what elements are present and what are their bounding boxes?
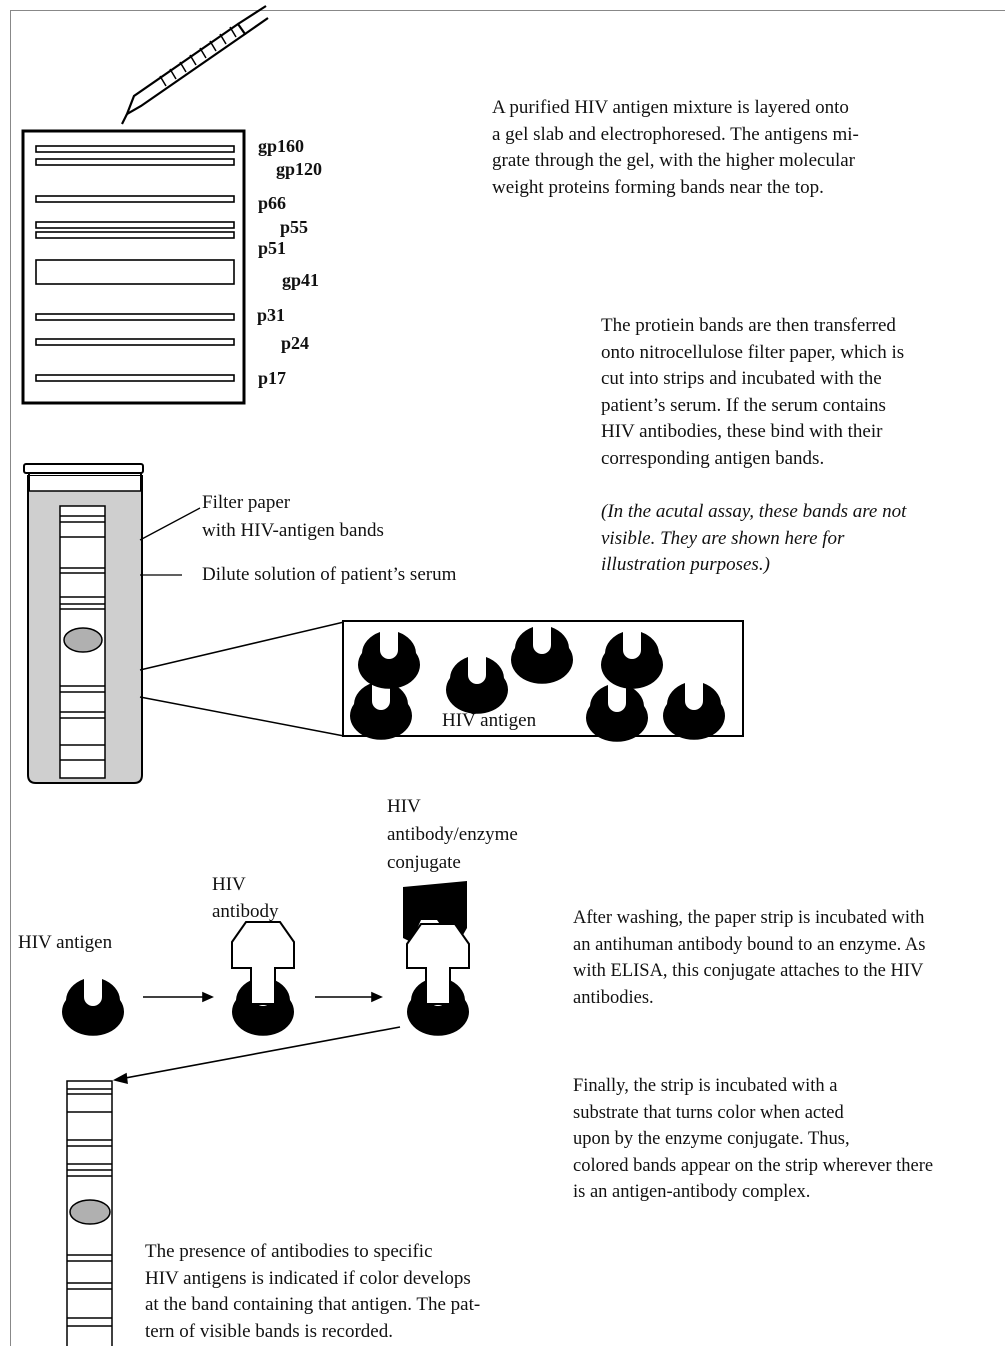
text-line: antibody/enzyme: [387, 824, 518, 845]
label-step-antigen: HIV antigen: [18, 932, 113, 953]
conjugate-bound-antigen-icon: [403, 881, 470, 1036]
paragraph-result: The presence of antibodies to specific H…: [145, 1239, 480, 1345]
band-label-p66: p66: [258, 193, 287, 213]
gel-slab: [21, 129, 246, 405]
paragraph-conjugate: After washing, the paper strip is incuba…: [573, 905, 925, 1011]
band-label-p51: p51: [258, 238, 287, 258]
text-line: illustration purposes.): [601, 554, 770, 575]
band-label-p55: p55: [280, 217, 309, 237]
text-line: HIV antibodies, these bind with their: [601, 421, 883, 442]
text-line: a gel slab and electrophoresed. The anti…: [492, 123, 859, 145]
text-line: HIV: [212, 874, 246, 895]
band-label-p24: p24: [281, 333, 310, 353]
label-filter-paper: Filter paper with HIV-antigen bands: [202, 489, 384, 545]
final-strip: [66, 1080, 113, 1346]
text-line: Finally, the strip is incubated with a: [573, 1076, 838, 1096]
pipette-icon: [121, 5, 269, 125]
text-line: cut into strips and incubated with the: [601, 368, 882, 389]
text-line: patient’s serum. If the serum contains: [601, 394, 886, 416]
label-zoom-antigen: HIV antigen: [442, 710, 537, 731]
text-line: antibodies.: [573, 987, 654, 1008]
text-line: substrate that turns color when acted: [573, 1102, 844, 1123]
text-line: HIV antigens is indicated if color devel…: [145, 1267, 471, 1289]
band-label-gp160: gp160: [258, 136, 305, 156]
zoom-lines: [139, 621, 345, 737]
tube-label-pointers: [139, 507, 201, 576]
step-arrows: [112, 991, 401, 1085]
text-line: onto nitrocellulose filter paper, which …: [601, 341, 905, 363]
text-line: colored bands appear on the strip wherev…: [573, 1155, 934, 1176]
band-label-gp120: gp120: [276, 159, 323, 179]
paragraph-illustration-note: (In the acutal assay, these bands are no…: [601, 499, 906, 579]
text-line: HIV: [387, 796, 421, 817]
text-line: with ELISA, this conjugate attaches to t…: [573, 961, 924, 981]
label-dilute-solution: Dilute solution of patient’s serum: [202, 564, 457, 585]
band-label-p31: p31: [257, 305, 286, 325]
text-line: The protiein bands are then transferred: [601, 315, 896, 336]
paragraph-electrophoresis: A purified HIV antigen mixture is layere…: [492, 95, 859, 201]
text-line: is an antigen-antibody complex.: [573, 1182, 811, 1202]
paragraph-transfer: The protiein bands are then transferred …: [601, 313, 904, 472]
text-line: conjugate: [387, 852, 461, 873]
text-line: grate through the gel, with the higher m…: [492, 150, 855, 171]
text-line: upon by the enzyme conjugate. Thus,: [573, 1129, 850, 1149]
filter-paper-strip: [59, 505, 106, 779]
text-line: The presence of antibodies to specific: [145, 1241, 433, 1262]
text-line: corresponding antigen bands.: [601, 447, 825, 469]
text-line: at the band containing that antigen. The…: [145, 1294, 481, 1315]
band-label-gp41: gp41: [282, 270, 320, 290]
text-line: antibody: [212, 901, 279, 922]
text-line: weight proteins forming bands near the t…: [492, 176, 824, 198]
text-line: visible. They are shown here for: [601, 527, 845, 549]
text-line: with HIV-antigen bands: [202, 520, 384, 541]
band-label-p17: p17: [258, 368, 287, 388]
label-step-antibody: HIV antibody: [212, 871, 279, 925]
text-line: tern of visible bands is recorded.: [145, 1320, 393, 1342]
text-line: A purified HIV antigen mixture is layere…: [492, 97, 849, 118]
antigen-icon: [62, 979, 124, 1036]
label-step-conjugate: HIV antibody/enzyme conjugate: [387, 793, 518, 877]
text-line: After washing, the paper strip is incuba…: [573, 908, 925, 928]
text-line: Filter paper: [202, 492, 291, 513]
text-line: an antihuman antibody bound to an enzyme…: [573, 934, 926, 955]
antibody-bound-antigen-icon: [231, 921, 295, 1036]
paragraph-substrate: Finally, the strip is incubated with a s…: [573, 1073, 933, 1206]
text-line: (In the acutal assay, these bands are no…: [601, 501, 907, 522]
figure-frame: [10, 10, 1005, 1346]
